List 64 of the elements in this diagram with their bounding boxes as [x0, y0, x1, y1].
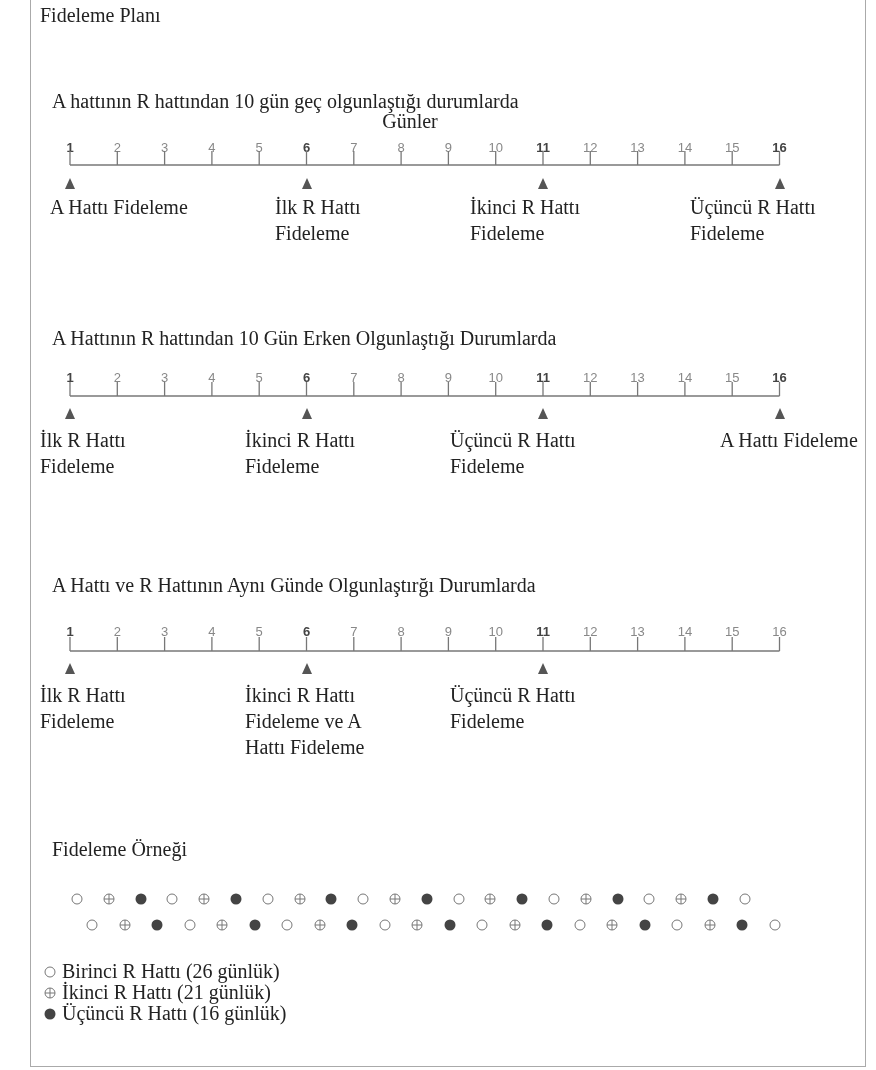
day-number: 6: [301, 624, 312, 639]
day-number: 12: [582, 140, 599, 155]
day-number: 15: [723, 624, 741, 639]
day-number: 5: [254, 624, 264, 639]
day-number: 6: [301, 140, 312, 155]
day-number: 4: [207, 370, 217, 385]
day-number: 11: [535, 624, 551, 639]
day-number: 13: [629, 624, 646, 639]
day-number: 7: [349, 140, 359, 155]
day-number: 8: [396, 624, 406, 639]
day-number: 14: [676, 370, 694, 385]
section-heading: A hattının R hattından 10 gün geç olgunlaştığı durumlarda: [52, 89, 519, 113]
day-number: 15: [723, 140, 741, 155]
planting-label: İkinci R Hattı Fideleme ve A Hattı Fideleme: [245, 683, 366, 760]
day-number: 13: [629, 370, 646, 385]
day-number: 10: [487, 140, 504, 155]
day-number: 10: [487, 370, 504, 385]
day-number: 11: [535, 370, 551, 385]
day-number: 15: [723, 370, 741, 385]
day-number: 6: [301, 370, 312, 385]
planting-label: İkinci R Hattı Fideleme: [470, 195, 581, 246]
day-number: 8: [396, 370, 406, 385]
day-number: 14: [676, 140, 694, 155]
section-heading: A Hattı ve R Hattının Aynı Günde Olgunlaştırğı Durumlarda: [52, 573, 536, 598]
day-number: 4: [207, 140, 217, 155]
day-number: 16: [771, 140, 788, 155]
day-number: 7: [349, 624, 359, 639]
section-heading: A Hattının R hattından 10 Gün Erken Olgunlaştığı Durumlarda: [52, 326, 557, 351]
day-number: 1: [65, 140, 75, 155]
day-number: 3: [159, 624, 170, 639]
day-number: 3: [159, 370, 170, 385]
day-number: 11: [535, 140, 551, 155]
legend-label: Birinci R Hattı (26 günlük): [62, 959, 280, 983]
planting-label: Üçüncü R Hattı Fideleme: [450, 683, 577, 734]
day-number: 5: [254, 370, 264, 385]
day-number: 14: [676, 624, 694, 639]
day-number: 9: [443, 624, 453, 639]
day-number: 5: [254, 140, 264, 155]
title: Fideleme Planı: [40, 3, 161, 28]
day-number: 1: [65, 624, 75, 639]
planting-label: Üçüncü R Hattı Fideleme: [450, 428, 577, 479]
day-number: 2: [112, 624, 122, 639]
planting-label: İlk R Hattı Fideleme: [275, 195, 362, 246]
day-number: 12: [582, 624, 599, 639]
day-number: 7: [349, 370, 359, 385]
planting-label: Üçüncü R Hattı Fideleme: [690, 195, 817, 246]
section-heading: Fideleme Örneği: [52, 837, 187, 862]
day-number: 16: [771, 624, 788, 639]
day-number: 2: [112, 140, 122, 155]
day-number: 4: [207, 624, 217, 639]
planting-label: İkinci R Hattı Fideleme: [245, 428, 356, 479]
day-number: 9: [443, 140, 453, 155]
planting-label: A Hattı Fideleme: [50, 195, 189, 220]
day-number: 1: [65, 370, 75, 385]
day-number: 16: [771, 370, 788, 385]
day-number: 12: [582, 370, 599, 385]
day-number: 10: [487, 624, 504, 639]
planting-label: İlk R Hattı Fideleme: [40, 428, 127, 479]
day-number: 9: [443, 370, 453, 385]
day-number: 13: [629, 140, 646, 155]
planting-label: İlk R Hattı Fideleme: [40, 683, 127, 734]
day-number: 2: [112, 370, 122, 385]
day-number: 8: [396, 140, 406, 155]
planting-label: A Hattı Fideleme: [720, 428, 859, 453]
